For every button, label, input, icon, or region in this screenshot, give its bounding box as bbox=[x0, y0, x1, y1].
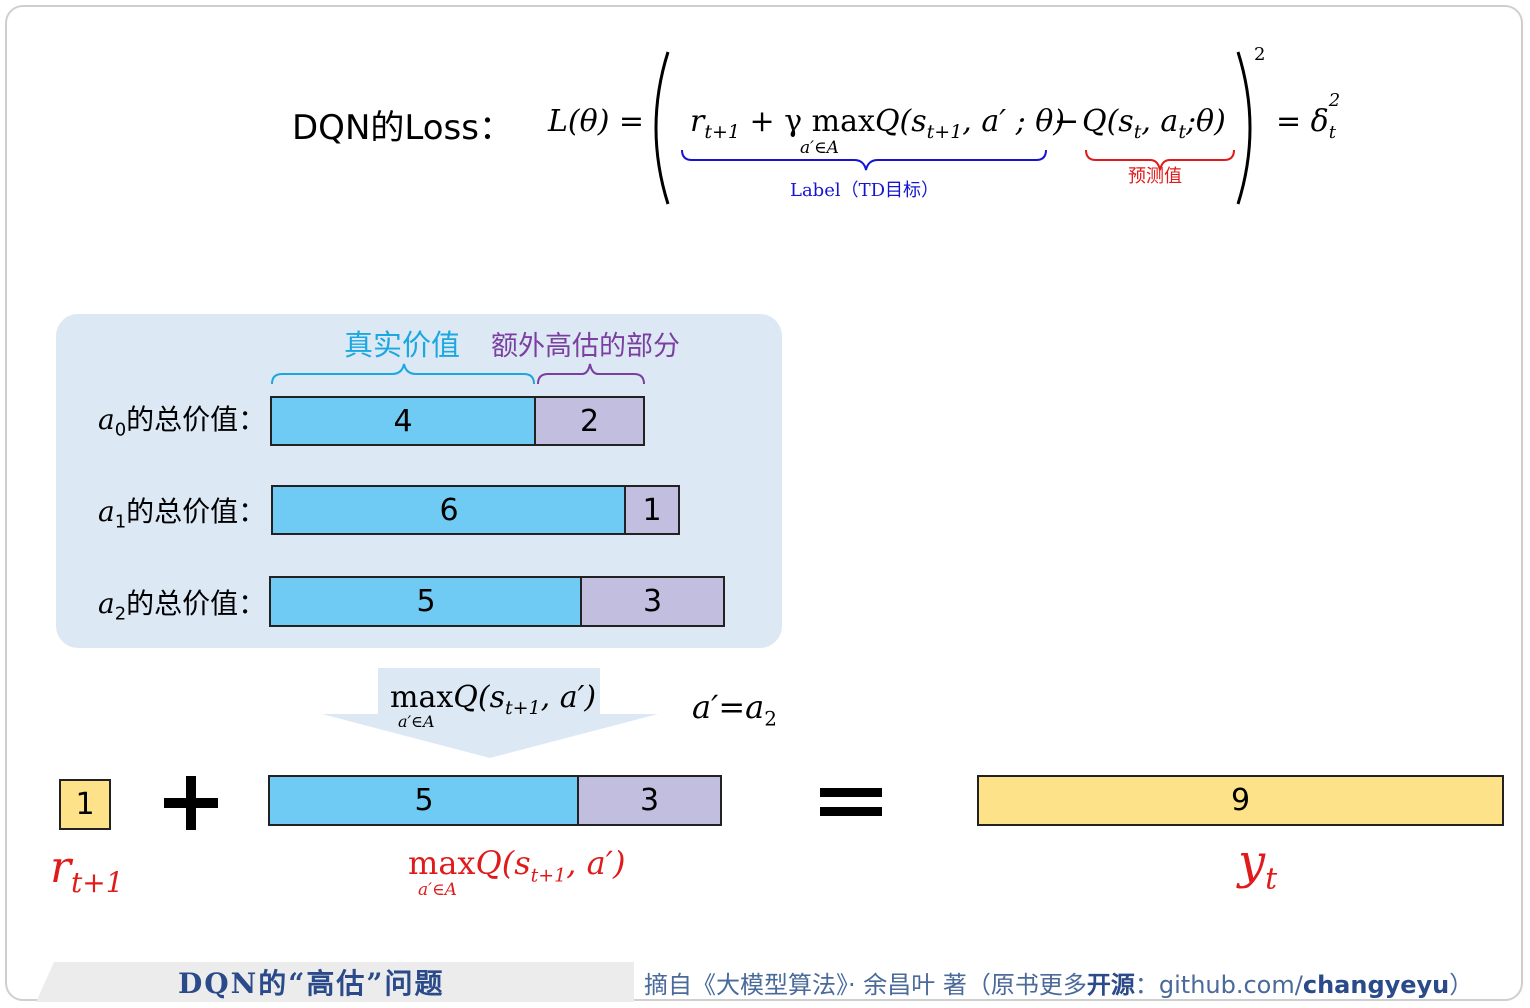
formula-square: 2 bbox=[1254, 44, 1266, 65]
reward-label: rt+1 bbox=[50, 842, 124, 899]
formula-underbraces bbox=[681, 149, 1235, 171]
row-label-a0: a0的总价值： bbox=[98, 403, 267, 441]
bar-a2-over: 3 bbox=[580, 576, 725, 627]
equals-sign bbox=[820, 788, 882, 816]
arrow-max-expression: maxQ(st+1, a′) bbox=[390, 680, 597, 719]
bar-a0-over: 2 bbox=[534, 396, 645, 446]
formula-parentheses bbox=[654, 51, 1252, 205]
label-td-target: Label（TD目标） bbox=[790, 180, 940, 201]
header-true-value: 真实价值 bbox=[344, 328, 461, 362]
header-overestimate: 额外高估的部分 bbox=[491, 331, 680, 362]
formula-lhs: L(θ) = bbox=[548, 104, 645, 139]
bar-a1-over: 1 bbox=[624, 485, 680, 535]
formula-max-subscript: a′∈A bbox=[800, 138, 839, 158]
max-label-subscript: a′∈A bbox=[418, 880, 457, 900]
label-prediction: 预测值 bbox=[1128, 166, 1182, 187]
plus-sign bbox=[164, 776, 218, 830]
max-bar-over: 3 bbox=[577, 775, 722, 826]
bar-a2-true: 5 bbox=[269, 576, 583, 627]
row-label-a2: a2的总价值： bbox=[98, 587, 267, 625]
result-label: yt bbox=[1238, 834, 1278, 897]
bar-a0-true: 4 bbox=[270, 396, 536, 446]
footer-title: DQN的“高估”问题 bbox=[178, 967, 445, 1000]
bar-a1-true: 6 bbox=[271, 485, 627, 535]
arrow-max-subscript: a′∈A bbox=[398, 712, 435, 731]
max-label: maxQ(st+1, a′) bbox=[408, 844, 626, 887]
formula-prefix: DQN的Loss： bbox=[292, 108, 513, 148]
max-bar-true: 5 bbox=[268, 775, 580, 826]
footer-band bbox=[36, 962, 634, 1002]
result-bar: 9 bbox=[977, 775, 1504, 826]
choice-a2: a′=a2 bbox=[692, 688, 777, 731]
reward-box: 1 bbox=[59, 779, 111, 830]
down-arrow bbox=[322, 668, 658, 758]
panel-braces bbox=[271, 363, 645, 385]
formula-minus: − bbox=[1054, 104, 1080, 139]
footer-source: 摘自《大模型算法》· 余昌叶 著（原书更多开源：github.com/chang… bbox=[644, 971, 1474, 999]
row-label-a1: a1的总价值： bbox=[98, 495, 267, 533]
formula-target: rt+1 + γ maxQ(st+1, a′ ; θ) bbox=[690, 104, 1066, 143]
formula-prediction: Q(st, at;θ) bbox=[1082, 104, 1226, 143]
